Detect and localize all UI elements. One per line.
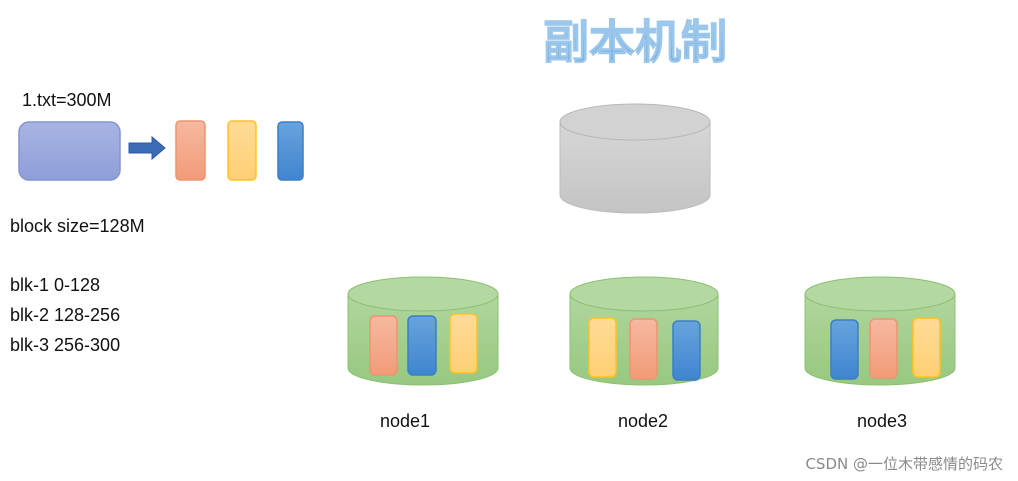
replica-blk-1 bbox=[869, 318, 898, 379]
block-1 bbox=[175, 120, 206, 181]
block-2 bbox=[227, 120, 257, 181]
node2-cylinder bbox=[569, 276, 719, 386]
replica-blk-1 bbox=[369, 315, 398, 376]
file-label: 1.txt=300M bbox=[22, 90, 112, 110]
diagram-title: 副本机制 bbox=[543, 15, 727, 69]
watermark: CSDN @一位木带感情的码农 bbox=[805, 455, 1003, 473]
block-3 bbox=[277, 121, 304, 181]
block-range-2: blk-2 128-256 bbox=[10, 305, 120, 325]
node1-label: node1 bbox=[380, 411, 430, 431]
node3-cylinder bbox=[804, 276, 956, 386]
node2-label: node2 bbox=[618, 411, 668, 431]
block-size-label: block size=128M bbox=[10, 216, 145, 236]
replica-blk-3 bbox=[407, 315, 437, 376]
block-range-3: blk-3 256-300 bbox=[10, 335, 120, 355]
namenode-cylinder bbox=[559, 103, 711, 214]
replica-blk-3 bbox=[830, 319, 859, 380]
replica-blk-2 bbox=[588, 317, 617, 378]
file-block bbox=[18, 121, 121, 181]
node3-label: node3 bbox=[857, 411, 907, 431]
arrow-right-icon bbox=[128, 135, 166, 161]
replica-blk-1 bbox=[629, 318, 658, 380]
block-range-1: blk-1 0-128 bbox=[10, 275, 100, 295]
replica-blk-2 bbox=[449, 313, 478, 374]
replica-blk-2 bbox=[912, 317, 941, 378]
replica-blk-3 bbox=[672, 320, 701, 381]
node1-cylinder bbox=[347, 276, 499, 386]
